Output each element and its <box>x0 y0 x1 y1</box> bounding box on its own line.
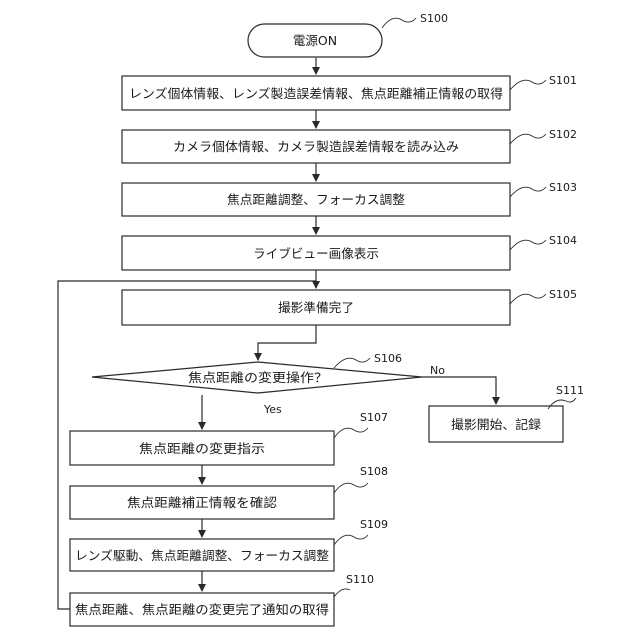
step-label-s109: レンズ駆動、焦点距離調整、フォーカス調整 <box>75 548 329 563</box>
step-label-s103: 焦点距離調整、フォーカス調整 <box>227 192 405 207</box>
arrow-s106-s111 <box>422 377 496 404</box>
node-s108: 焦点距離補正情報を確認 S108 <box>70 465 388 519</box>
s105-leader <box>510 294 546 304</box>
node-s103: 焦点距離調整、フォーカス調整 S103 <box>122 181 577 216</box>
node-s109: レンズ駆動、焦点距離調整、フォーカス調整 S109 <box>70 518 388 571</box>
s103-leader <box>510 187 546 197</box>
s104-leader <box>510 240 546 250</box>
s110-leader <box>334 589 350 597</box>
step-label-s104: ライブビュー画像表示 <box>253 246 379 261</box>
node-s105: 撮影準備完了 S105 <box>122 288 577 325</box>
start-label: 電源ON <box>293 33 337 48</box>
step-id-s103: S103 <box>549 181 577 194</box>
branch-no-label: No <box>430 364 445 377</box>
step-label-s108: 焦点距離補正情報を確認 <box>127 495 278 510</box>
step-id-s108: S108 <box>360 465 388 478</box>
s101-leader <box>510 80 546 90</box>
s106-leader <box>334 358 370 368</box>
step-label-s107: 焦点距離の変更指示 <box>139 441 265 456</box>
node-s102: カメラ個体情報、カメラ製造誤差情報を読み込み S102 <box>122 128 577 163</box>
decision-label-s106: 焦点距離の変更操作？ <box>188 370 328 385</box>
step-id-s100: S100 <box>420 12 448 25</box>
s108-leader <box>334 483 368 493</box>
node-s106: 焦点距離の変更操作？ S106 Yes No <box>92 352 445 416</box>
s100-leader <box>382 18 416 28</box>
step-label-s105: 撮影準備完了 <box>278 300 354 315</box>
node-s101: レンズ個体情報、レンズ製造誤差情報、焦点距離補正情報の取得 S101 <box>122 74 577 110</box>
step-id-s101: S101 <box>549 74 577 87</box>
s102-leader <box>510 134 546 144</box>
step-label-s111: 撮影開始、記録 <box>451 417 541 432</box>
step-id-s111: S111 <box>556 384 584 397</box>
s107-leader <box>334 428 368 438</box>
s109-leader <box>334 535 368 545</box>
arrow-s105-s106 <box>258 325 316 360</box>
node-s107: 焦点距離の変更指示 S107 <box>70 411 388 465</box>
step-id-s104: S104 <box>549 234 577 247</box>
node-s110: 焦点距離、焦点距離の変更完了通知の取得 S110 <box>70 573 374 626</box>
step-id-s107: S107 <box>360 411 388 424</box>
step-id-s110: S110 <box>346 573 374 586</box>
node-s104: ライブビュー画像表示 S104 <box>122 234 577 270</box>
step-id-s105: S105 <box>549 288 577 301</box>
step-label-s102: カメラ個体情報、カメラ製造誤差情報を読み込み <box>173 139 459 154</box>
node-s111: 撮影開始、記録 S111 <box>429 384 584 442</box>
node-s100: 電源ON S100 <box>248 12 448 57</box>
step-id-s109: S109 <box>360 518 388 531</box>
step-id-s106: S106 <box>374 352 402 365</box>
step-label-s110: 焦点距離、焦点距離の変更完了通知の取得 <box>75 602 329 617</box>
step-id-s102: S102 <box>549 128 577 141</box>
step-label-s101: レンズ個体情報、レンズ製造誤差情報、焦点距離補正情報の取得 <box>129 86 503 101</box>
branch-yes-label: Yes <box>263 403 282 416</box>
